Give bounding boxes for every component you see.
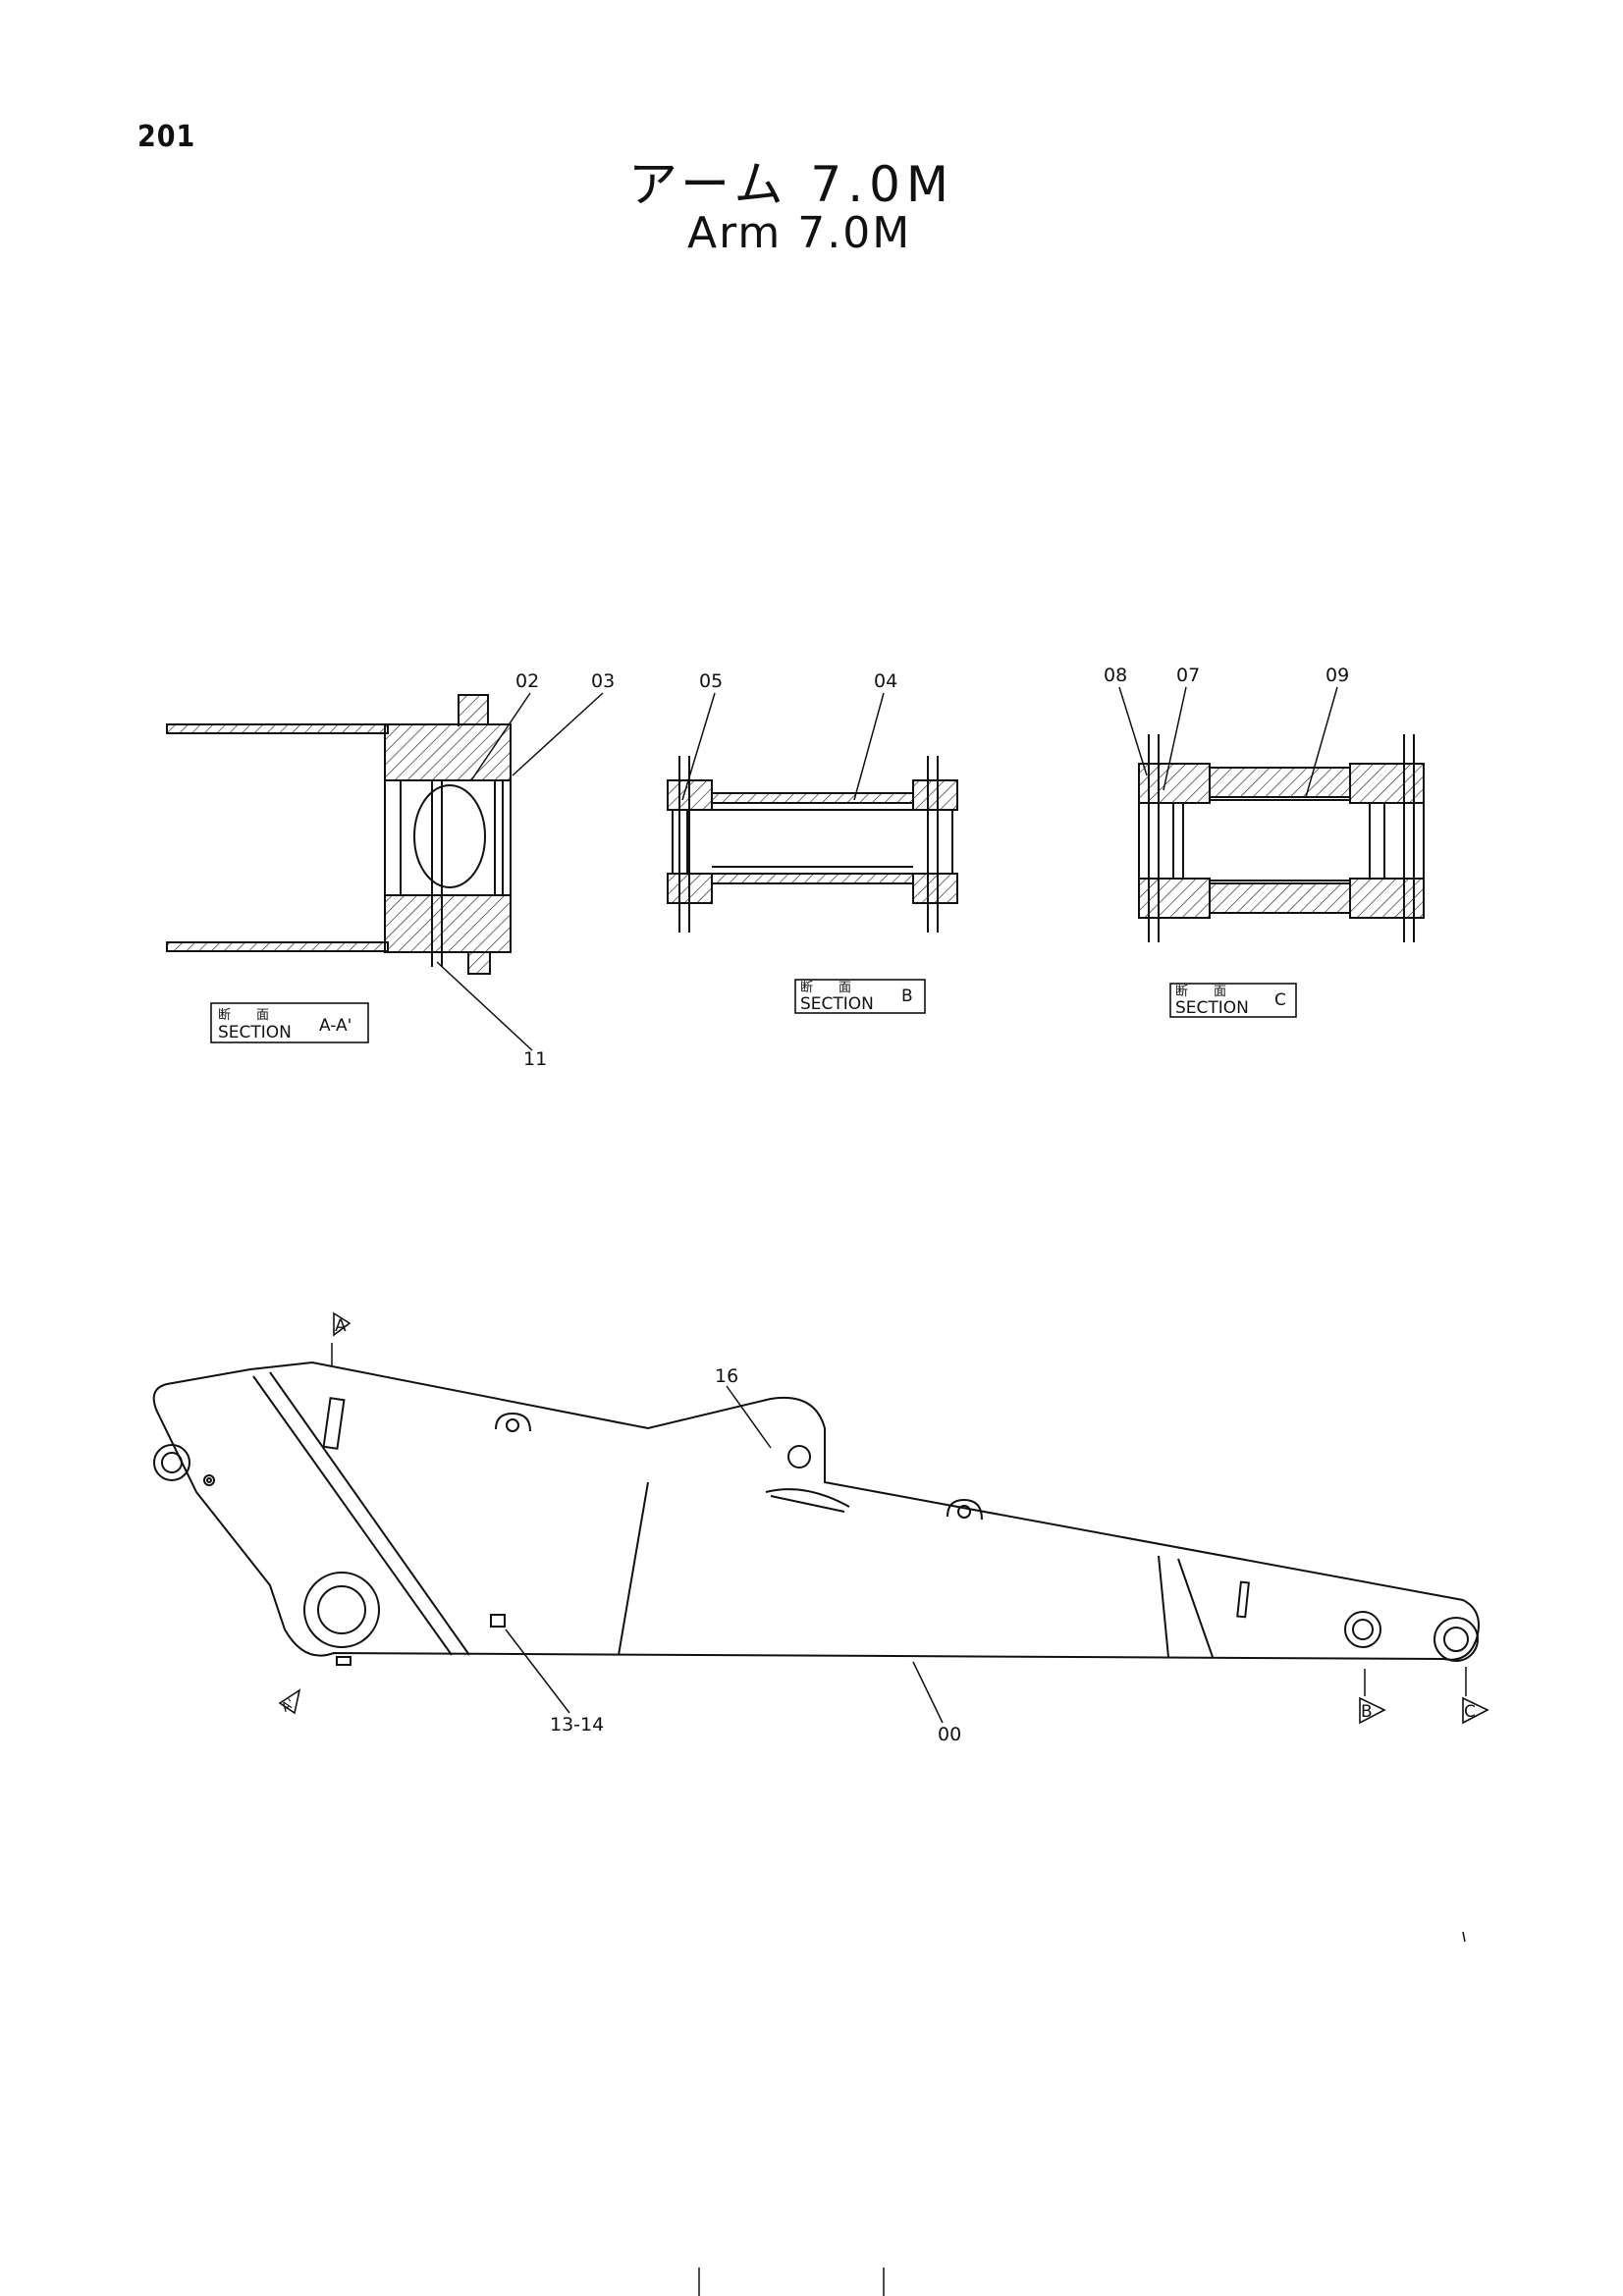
section-a-jp: 断 面 [218,1008,269,1023]
arm-outline [152,1361,1480,1666]
marker-b-text: B [1361,1702,1373,1722]
label-part-00: 00 [938,1724,961,1745]
label-part-07: 07 [1176,665,1200,686]
section-c-leaders [1118,686,1338,798]
section-a-drawing [166,694,512,975]
label-part-16: 16 [715,1365,738,1387]
label-part-02: 02 [515,670,539,692]
label-part-13-14: 13-14 [550,1714,604,1735]
section-c-jp: 断 面 [1175,985,1226,999]
arm-leaders [331,1343,1467,1724]
marker-c-text: C [1464,1702,1476,1722]
section-b-jp: 断 面 [800,981,851,995]
section-a-caption: 断 面 SECTION A-A' [210,1002,369,1043]
section-c-id: C [1274,990,1286,1010]
section-marker-b: B [1359,1696,1386,1725]
section-b-id: B [901,987,913,1006]
label-part-04: 04 [874,670,897,692]
section-marker-a-bottom: A' [278,1688,301,1716]
marker-a-top-text: A [335,1316,347,1336]
print-artifacts [698,1931,1466,2296]
section-marker-c: C [1462,1696,1489,1725]
section-b-drawing [667,756,958,933]
page-number: 201 [137,120,196,154]
section-a-word: SECTION [218,1023,292,1042]
section-marker-a-top: A [333,1311,352,1337]
title-japanese: アーム 7.0M [628,156,955,213]
section-c-drawing [1138,734,1425,942]
section-b-leaders [681,692,885,801]
section-b-word: SECTION [800,994,874,1014]
section-b-caption: 断 面 SECTION B [794,979,926,1014]
label-part-08: 08 [1104,665,1127,686]
label-part-09: 09 [1325,665,1349,686]
section-a-id: A-A' [319,1016,352,1036]
section-c-word: SECTION [1175,998,1249,1018]
label-part-03: 03 [591,670,615,692]
label-part-05: 05 [699,670,723,692]
section-c-caption: 断 面 SECTION C [1169,983,1297,1018]
label-part-11: 11 [523,1048,547,1070]
title-english: Arm 7.0M [687,208,912,258]
section-a-leaders [436,692,604,1051]
